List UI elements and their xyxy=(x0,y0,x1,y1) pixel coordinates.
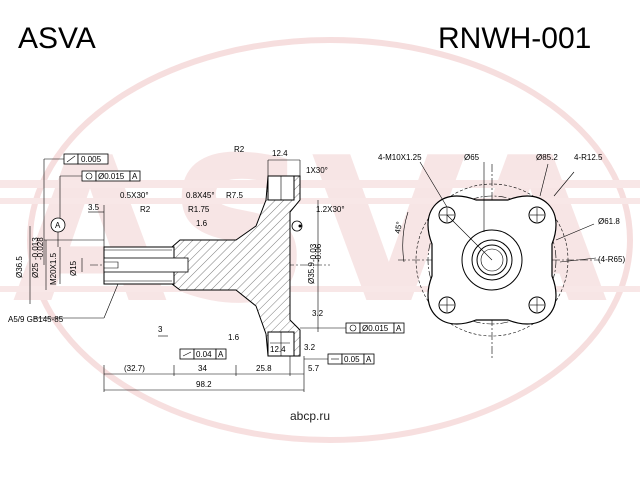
front-dim-65: Ø65 xyxy=(464,153,480,162)
drawing-stroke xyxy=(345,322,361,334)
drawing-stroke xyxy=(129,170,141,182)
front-dim-r12-5: 4-R12.5 xyxy=(574,153,603,162)
dim-34: 34 xyxy=(198,364,207,373)
drawing-stroke xyxy=(0,198,640,204)
dimension-label: 0.04 xyxy=(196,350,212,359)
dim-spline: A5/9 GB145-85 xyxy=(8,315,64,324)
drawing-stroke xyxy=(419,161,448,208)
dim-dia-25-tol-up: -0.013 xyxy=(31,237,40,260)
drawing-stroke xyxy=(553,171,575,197)
dim-0-8x45: 0.8X45° xyxy=(186,191,215,200)
front-leaders xyxy=(402,161,597,263)
dim-ra-1-6-b: 1.6 xyxy=(228,333,240,342)
front-dim-85-2: Ø85.2 xyxy=(536,153,558,162)
dim-dia-25-tol-lo: -0.028 xyxy=(36,237,45,260)
drawing-stroke xyxy=(539,163,549,197)
dimension-label: A xyxy=(132,172,138,181)
dim-ra-3-2: 3.2 xyxy=(312,309,324,318)
outer-flange-arc xyxy=(415,183,569,337)
stud-hole-br xyxy=(528,296,546,314)
part-number: RNWH-001 xyxy=(438,22,591,55)
stud-hole-bl xyxy=(438,296,456,314)
drawing-stroke xyxy=(182,351,192,357)
dim-ra-1-6: 1.6 xyxy=(196,219,208,228)
dimension-label: Ø0.015 xyxy=(362,324,389,333)
dim-dia-36-5: Ø36.5 xyxy=(15,256,24,278)
fcf-top: 0.005 Ø0.015 A xyxy=(43,153,141,265)
hub-mid xyxy=(471,239,513,281)
watermark-site: abcp.ru xyxy=(290,409,330,423)
hub-outer xyxy=(461,229,523,291)
hub-section xyxy=(103,175,301,357)
fcf-bottom: 0.04 A xyxy=(179,348,227,360)
dim-dia-35-9-tol-lo: -0.06 xyxy=(314,243,323,262)
fcf-right: Ø0.015 A xyxy=(300,322,405,334)
datum-a-marker: A xyxy=(44,217,104,247)
dimension-label: A xyxy=(366,355,372,364)
hub-inner xyxy=(476,244,508,276)
dim-r2-top: R2 xyxy=(234,145,245,154)
drawing-stroke xyxy=(81,170,97,182)
dimension-label: Ø0.015 xyxy=(98,172,125,181)
dim-3-5: 3.5 xyxy=(88,203,100,212)
drawing-stroke xyxy=(349,324,357,332)
fcf-right-2: 0.05 A xyxy=(304,353,375,365)
dim-5-7: 5.7 xyxy=(308,364,320,373)
dim-12-4-bot: 12.4 xyxy=(270,345,286,354)
side-dimension-lines xyxy=(29,159,319,392)
drawing-stroke xyxy=(555,223,595,241)
drawing-stroke xyxy=(85,172,93,180)
drawing-stroke xyxy=(393,322,405,334)
side-view xyxy=(90,175,330,357)
front-view xyxy=(398,164,600,360)
drawing-stroke xyxy=(363,353,375,365)
drawing-stroke xyxy=(298,224,302,228)
drawing-stroke xyxy=(402,211,409,263)
stud-hole-symbol xyxy=(291,220,303,232)
dimension-label: 0.005 xyxy=(81,155,102,164)
front-dim-45: 45° xyxy=(393,221,404,234)
drawing-stroke xyxy=(77,153,109,165)
dim-12-4-top: 12.4 xyxy=(272,149,288,158)
dim-98-2: 98.2 xyxy=(196,380,212,389)
pcd-circle xyxy=(427,195,557,325)
stud-hole-tr xyxy=(528,206,546,224)
dim-1x30: 1X30° xyxy=(306,166,328,175)
front-dim-r65: (4-R65) xyxy=(598,255,625,264)
brand-title: ASVA xyxy=(18,22,96,55)
dim-dia-15: Ø15 xyxy=(69,260,78,276)
drawing-stroke xyxy=(104,261,119,269)
dim-dia-35-9-tol-up: -0.03 xyxy=(309,243,318,262)
drawing-stroke xyxy=(0,286,640,292)
dimension-label: 0.05 xyxy=(344,355,360,364)
dim-r2-left: R2 xyxy=(140,205,151,214)
front-dim-61-8: Ø61.8 xyxy=(598,217,620,226)
datum-a-label: A xyxy=(55,221,61,230)
dim-dia-35-9: Ø35.9 xyxy=(307,262,316,284)
drawing-stroke xyxy=(446,214,493,261)
drawing-stroke xyxy=(0,180,640,188)
hub-bore xyxy=(480,248,504,272)
dim-r1-75: R1.75 xyxy=(188,205,210,214)
dim-r7-5: R7.5 xyxy=(226,191,243,200)
dim-0-5x30: 0.5X30° xyxy=(120,191,149,200)
dim-1-2x30: 1.2X30° xyxy=(316,205,345,214)
dim-dia-25: Ø25 xyxy=(31,262,40,278)
dim-ra-3-2-b: 3.2 xyxy=(304,343,316,352)
dim-m20: M20X1.5 xyxy=(49,252,58,285)
drawing-stroke xyxy=(103,283,119,319)
center-bore xyxy=(103,257,189,273)
dimension-label: A xyxy=(218,350,224,359)
front-dim-holes: 4-M10X1.25 xyxy=(378,153,422,162)
dim-3: 3 xyxy=(158,325,163,334)
dimension-label: A xyxy=(396,324,402,333)
drawing-stroke xyxy=(66,155,76,163)
dim-25-8: 25.8 xyxy=(256,364,272,373)
dim-32-7: (32.7) xyxy=(124,364,145,373)
drawing-stroke xyxy=(215,348,227,360)
drawing-stroke xyxy=(559,257,597,263)
